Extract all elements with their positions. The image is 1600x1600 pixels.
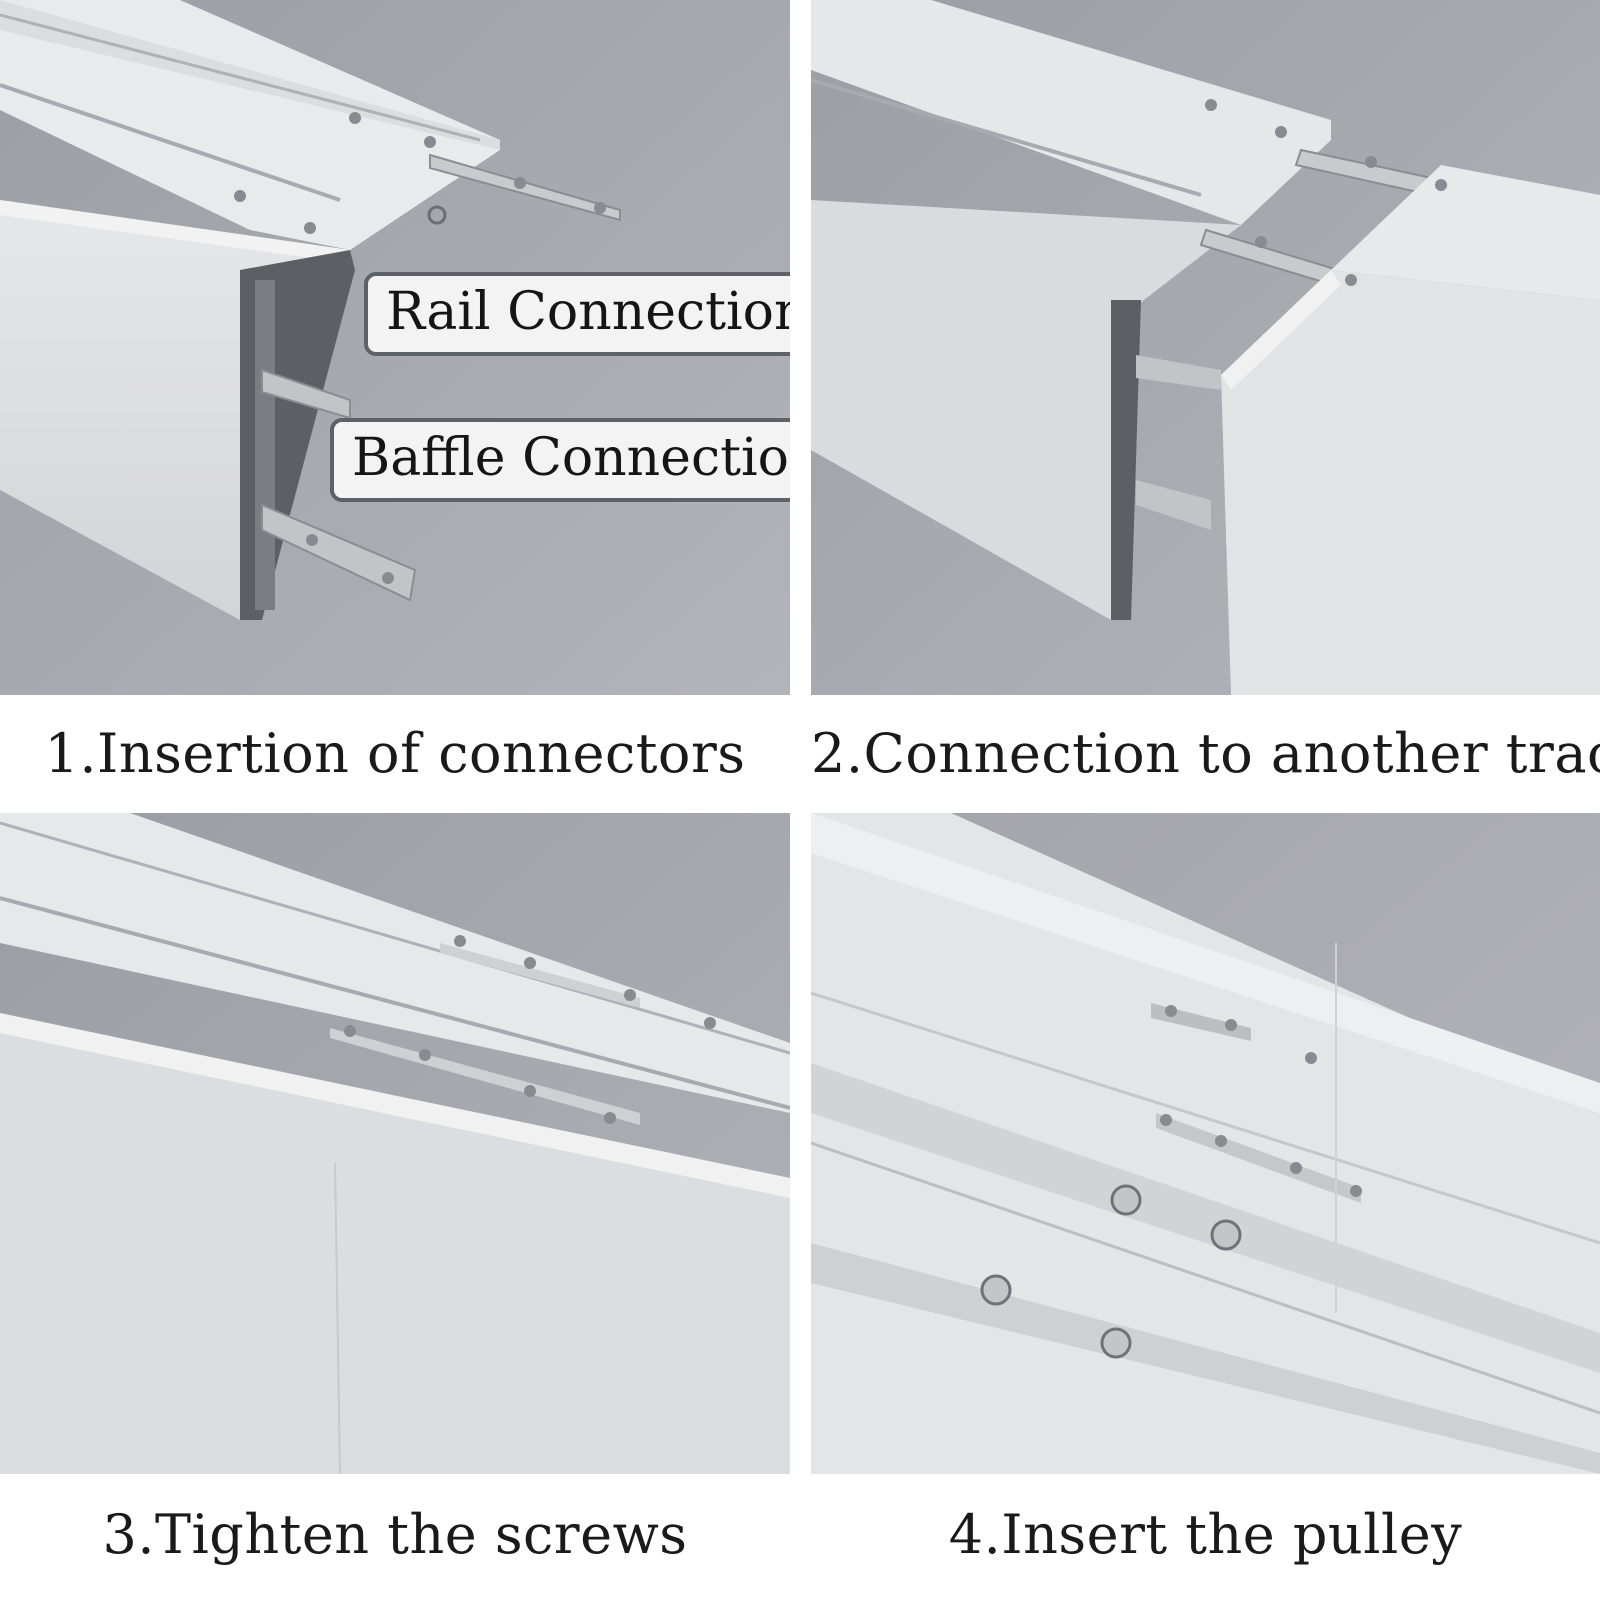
step-4-caption: 4.Insert the pulley — [948, 1503, 1463, 1566]
step-1-caption: 1.Insertion of connectors — [44, 722, 746, 785]
pulley-track-illustration — [811, 813, 1600, 1474]
photo-step-2 — [811, 0, 1600, 695]
step-2-caption: 2.Connection to another track — [811, 722, 1600, 785]
rail-connection-callout: Rail Connection — [364, 272, 790, 356]
photo-step-3 — [0, 813, 790, 1474]
photo-step-1: Rail Connection Baffle Connection — [0, 0, 790, 695]
two-tracks-illustration — [811, 0, 1600, 695]
photo-step-4 — [811, 813, 1600, 1474]
baffle-connection-callout: Baffle Connection — [330, 418, 790, 502]
step-3-caption: 3.Tighten the screws — [102, 1503, 688, 1566]
joined-track-illustration — [0, 813, 790, 1474]
